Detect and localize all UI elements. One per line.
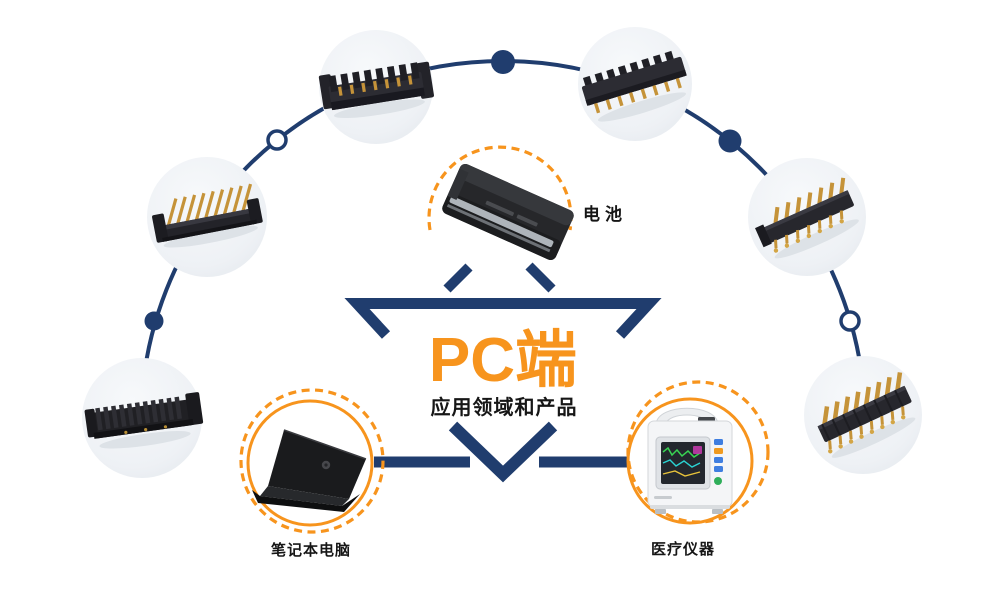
arc-ring-left — [266, 129, 288, 151]
connector-bottom-right-image — [817, 372, 916, 458]
page-subtitle: 应用领域和产品 — [430, 397, 578, 419]
connector-top-left-image — [318, 61, 434, 119]
connector-bottom-left-image — [84, 392, 204, 449]
laptop-callout-dashed-ring — [239, 388, 385, 534]
triangle-bottom-vertex — [448, 421, 558, 483]
triangle-caret-left — [443, 263, 473, 293]
connector-left-image — [152, 183, 263, 248]
battery-callout-dashed-ring — [427, 145, 573, 231]
triangle-top-edge — [344, 298, 662, 339]
laptop-callout-solid-ring — [246, 399, 374, 527]
laptop-image — [252, 429, 367, 512]
connector-top-right-image — [581, 50, 687, 122]
arc-dot-right — [718, 129, 742, 153]
medical-device-image — [647, 407, 733, 514]
battery-image — [442, 164, 574, 260]
arc-ring-right — [839, 310, 861, 332]
page-title: PC端 — [428, 326, 578, 395]
connector-right-image — [755, 177, 859, 259]
laptop-label: 笔记本电脑 — [270, 542, 351, 559]
battery-label: 电池 — [583, 205, 627, 224]
arc-dot-left — [144, 311, 164, 331]
arc-dot-top — [491, 50, 515, 74]
medical-callout-solid-ring — [626, 397, 754, 525]
triangle-caret-right — [525, 262, 556, 293]
medical-label: 医疗仪器 — [650, 541, 715, 558]
